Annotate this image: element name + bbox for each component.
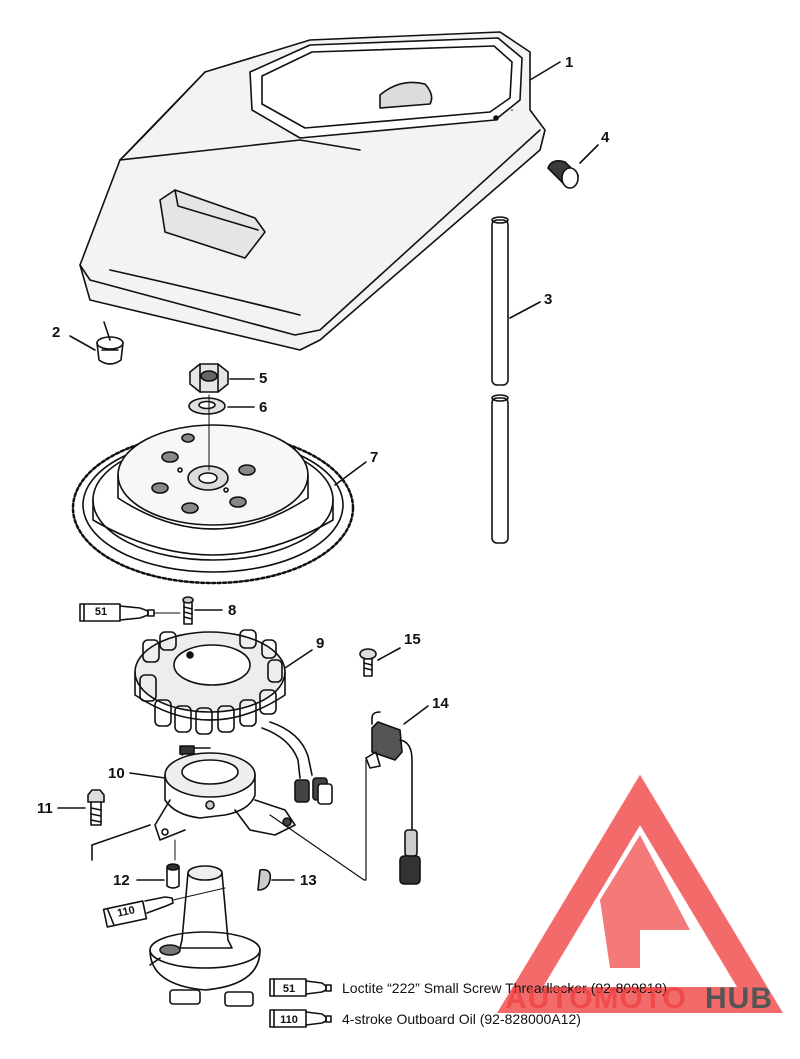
callout-13: 13 xyxy=(300,872,317,889)
dowel-pin xyxy=(166,863,180,889)
callout-11: 11 xyxy=(37,800,53,817)
callout-14: 14 xyxy=(432,695,449,712)
small-screw xyxy=(359,648,377,677)
tube xyxy=(491,216,509,544)
legend-tube-51 xyxy=(269,978,332,997)
flywheel-nut xyxy=(189,363,229,393)
stator xyxy=(134,629,313,779)
callout-4: 4 xyxy=(601,129,610,146)
callout-8: 8 xyxy=(228,602,237,619)
grommet-right xyxy=(547,160,579,189)
flywheel xyxy=(71,424,355,585)
tube-tag-51: 51 xyxy=(94,606,108,618)
callout-10: 10 xyxy=(108,765,125,782)
callout-7: 7 xyxy=(370,449,379,466)
leader-2 xyxy=(69,335,96,351)
callout-15: 15 xyxy=(404,631,421,648)
loctite-tube-icon xyxy=(79,603,181,622)
leader-1 xyxy=(529,61,561,81)
stator-screw xyxy=(182,596,194,625)
legend-row-110: 110 4-stroke Outboard Oil (92-828000A12) xyxy=(268,1007,581,1031)
leader-10 xyxy=(129,772,166,779)
legend-tube-icon-51: 51 xyxy=(268,979,330,997)
watermark-text-right: HUB xyxy=(705,982,773,1015)
woodruff-key xyxy=(257,868,272,891)
coil-ground-line xyxy=(363,759,367,881)
callout-9: 9 xyxy=(316,635,325,652)
watermark-logo xyxy=(497,774,783,1013)
leader-7 xyxy=(334,461,367,486)
legend-code-51: 51 xyxy=(282,983,296,995)
stator-connector xyxy=(294,777,333,805)
legend-tube-110 xyxy=(269,1009,332,1028)
callout-2: 2 xyxy=(52,324,61,341)
callout-1: 1 xyxy=(565,54,574,71)
legend-text-110: 4-stroke Outboard Oil (92-828000A12) xyxy=(342,1011,581,1027)
leader-9 xyxy=(284,649,313,669)
grommet-left xyxy=(96,321,124,365)
callout-6: 6 xyxy=(259,399,268,416)
flywheel-washer xyxy=(188,397,226,415)
callout-12: 12 xyxy=(113,872,130,889)
legend-tube-icon-110: 110 xyxy=(268,1010,330,1028)
callout-3: 3 xyxy=(544,291,553,308)
oil-tube-icon xyxy=(102,887,226,928)
stator-base-plate xyxy=(154,745,296,841)
ignition-coil xyxy=(365,711,421,885)
engine-cover xyxy=(79,31,546,351)
hex-bolt xyxy=(87,789,105,826)
crankshaft-end xyxy=(149,865,261,1007)
leader-15 xyxy=(377,647,401,661)
watermark-text-left: AUTOMOTO xyxy=(505,982,687,1015)
legend-code-110: 110 xyxy=(280,1014,298,1026)
legend-text-51: Loctite “222” Small Screw Threadlocker (… xyxy=(342,980,668,996)
leader-3 xyxy=(509,301,541,319)
legend-row-51: 51 Loctite “222” Small Screw Threadlocke… xyxy=(268,976,667,1000)
leader-14 xyxy=(403,705,429,725)
callout-5: 5 xyxy=(259,370,268,387)
leader-4 xyxy=(579,144,599,164)
